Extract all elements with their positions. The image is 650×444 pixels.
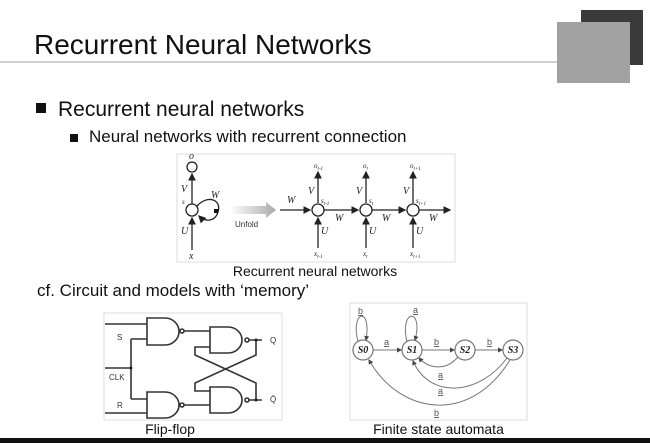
bullet-square-icon [70, 134, 78, 142]
svg-text:b: b [434, 337, 439, 347]
svg-text:Unfold: Unfold [235, 220, 258, 229]
svg-text:ot: ot [363, 162, 369, 172]
svg-text:x: x [188, 251, 194, 262]
svg-text:S1: S1 [407, 345, 418, 356]
unfolded-step: ot st xt V U [356, 162, 377, 260]
svg-text:a: a [438, 386, 443, 396]
svg-text:V: V [356, 186, 364, 197]
nand-gate [146, 317, 180, 346]
svg-text:S: S [117, 333, 122, 342]
svg-text:U: U [416, 226, 424, 237]
svg-text:b: b [434, 408, 439, 418]
svg-text:Q: Q [270, 336, 276, 345]
svg-text:a: a [438, 370, 443, 380]
fsa-caption: Finite state automata [373, 421, 504, 437]
decor-gray-square [557, 22, 630, 83]
hidden-node [185, 203, 199, 217]
title-underline [0, 61, 557, 63]
bullet-square-icon [36, 103, 46, 113]
svg-text:U: U [369, 226, 377, 237]
svg-text:a: a [384, 337, 389, 347]
cf-text: cf. Circuit and models with ‘memory’ [37, 281, 310, 300]
fsa-state: S3 [502, 339, 524, 361]
fsa-diagram: b a a b b a a b S0 S1 S2 S3 [349, 302, 528, 421]
svg-text:S3: S3 [508, 345, 519, 356]
svg-text:V: V [181, 184, 189, 195]
svg-text:b: b [358, 306, 363, 316]
fsa-state: S0 [352, 339, 374, 361]
slide-title: Recurrent Neural Networks [34, 29, 372, 60]
bullet-1: Recurrent neural networks [58, 98, 305, 121]
svg-text:U: U [321, 226, 329, 237]
output-node [186, 161, 198, 173]
fsa-state: S1 [401, 339, 423, 361]
svg-text:st: st [369, 197, 374, 207]
svg-text:ot-1: ot-1 [314, 162, 323, 172]
svg-text:b: b [487, 337, 492, 347]
bullet-2: Neural networks with recurrent connectio… [89, 127, 407, 146]
svg-text:V: V [403, 186, 411, 197]
unfolded-step: ot+1 st+1 xt+1 V U [403, 162, 426, 260]
svg-text:W: W [211, 190, 221, 201]
svg-text:W: W [287, 195, 297, 206]
nand-gate [209, 386, 243, 414]
svg-text:S2: S2 [460, 345, 471, 356]
svg-text:ot+1: ot+1 [410, 162, 421, 172]
svg-text:xt-1: xt-1 [313, 250, 323, 260]
unfold-arrow-icon [230, 202, 276, 218]
svg-text:U: U [181, 226, 189, 237]
svg-text:st+1: st+1 [416, 197, 426, 207]
nand-gate [146, 391, 180, 419]
svg-text:s: s [182, 198, 185, 206]
bottom-bar [0, 438, 650, 443]
svg-text:R: R [117, 401, 123, 410]
svg-text:o: o [189, 151, 194, 162]
svg-text:W: W [382, 213, 392, 224]
rnn-diagram: o V s W U x Unfold W ot-1 st-1 xt-1 V U … [176, 151, 456, 263]
svg-text:xt+1: xt+1 [409, 250, 420, 260]
fsa-state: S2 [454, 339, 476, 361]
svg-text:xt: xt [362, 250, 368, 260]
svg-text:W: W [335, 213, 345, 224]
svg-text:W: W [429, 213, 439, 224]
svg-text:S0: S0 [358, 345, 369, 356]
unfolded-step: ot-1 st-1 xt-1 V U [308, 162, 329, 260]
rnn-caption: Recurrent neural networks [232, 263, 398, 279]
flipflop-caption: Flip-flop [145, 421, 195, 437]
svg-text:st-1: st-1 [321, 197, 329, 207]
svg-text:a: a [413, 305, 418, 315]
flipflop-diagram: S CLK R Q Q̄ [103, 312, 283, 421]
svg-text:V: V [308, 186, 316, 197]
nand-gate [209, 326, 243, 354]
svg-text:Q̄: Q̄ [270, 395, 276, 404]
svg-text:CLK: CLK [109, 373, 125, 382]
